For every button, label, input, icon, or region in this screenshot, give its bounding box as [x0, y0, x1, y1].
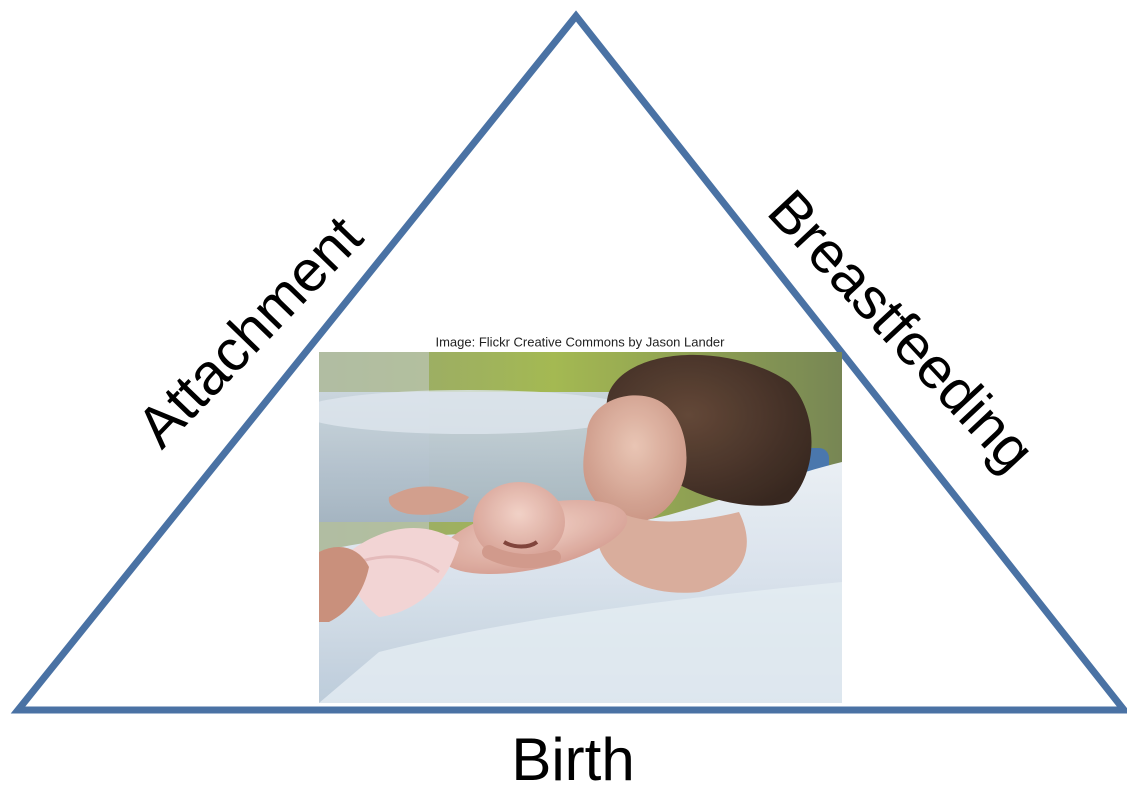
- mother-newborn-photo: [319, 352, 842, 703]
- triangle-shape: [10, 10, 1127, 714]
- photo-caption: Image: Flickr Creative Commons by Jason …: [435, 334, 725, 350]
- photo-illustration: [319, 352, 842, 703]
- side-label-birth: Birth: [511, 726, 635, 793]
